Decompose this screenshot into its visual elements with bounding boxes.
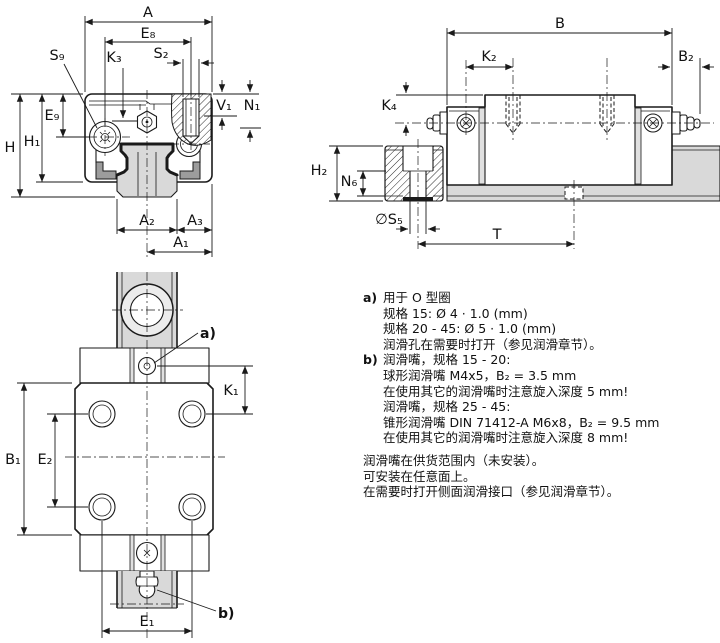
view-side: B K₂ B₂ K₄ H₂ N₆ ∅S₅ T — [311, 16, 720, 249]
dim-label-E1: E₁ — [140, 614, 155, 630]
rail-section-hatch — [384, 145, 444, 202]
callout-a: a) — [200, 326, 216, 342]
view-cross-section: A E₈ S₂ K₃ S₉ V₁ N₁ — [5, 5, 261, 258]
note-line: 润滑嘴，规格 15 - 20: — [383, 352, 511, 368]
dim-label-H2: H₂ — [311, 163, 328, 179]
seal-right — [179, 161, 201, 180]
note-line: 润滑嘴在供货范围内（未安装）。 — [363, 452, 545, 468]
screw-hole-s2 — [182, 98, 200, 145]
dim-label-B: B — [555, 16, 565, 32]
note-a-ref: a) — [363, 290, 378, 305]
note-line: 在需要时打开侧面润滑接口（参见润滑章节）。 — [363, 484, 620, 500]
carriage-side — [446, 94, 673, 186]
note-line: 在使用其它的润滑嘴时注意旋入深度 5 mm! — [383, 383, 629, 399]
dim-label-N1: N₁ — [244, 98, 261, 114]
carriage-end-plate-top — [79, 347, 210, 384]
dim-label-E2: E₂ — [38, 452, 53, 468]
note-line: 润滑孔在需要时打开（参见润滑章节）。 — [383, 336, 602, 352]
mounting-holes — [88, 400, 206, 521]
dim-label-E8: E₈ — [141, 26, 156, 42]
note-b: b) 润滑嘴，规格 15 - 20: 球形润滑嘴 M4x5，B₂ = 3.5 m… — [363, 352, 715, 446]
seal-left — [95, 161, 117, 180]
dim-label-K4: K₄ — [381, 98, 397, 114]
note-a: a) 用于 O 型圈 规格 15: Ø 4 · 1.0 (mm) 规格 20 -… — [363, 290, 715, 352]
note-line: 可安装在任意面上。 — [363, 468, 476, 484]
dimensions-top: K₁ B₁ E₂ E₁ — [5, 365, 253, 638]
dim-label-H: H — [5, 140, 16, 156]
dim-label-N6: N₆ — [341, 174, 358, 190]
leader-a — [153, 332, 199, 364]
note-line: 球形润滑嘴 M4x5，B₂ = 3.5 mm — [383, 367, 577, 383]
dim-label-A3: A₃ — [187, 213, 203, 229]
dim-label-K3: K₃ — [106, 50, 122, 66]
callout-b: b) — [218, 606, 234, 622]
leader-b — [156, 589, 217, 612]
dim-label-S9: S₉ — [49, 48, 64, 64]
tapped-hole-1 — [505, 95, 521, 134]
dimensions-side: B K₂ B₂ K₄ H₂ N₆ ∅S₅ T — [311, 16, 714, 248]
dim-label-K2: K₂ — [481, 49, 496, 65]
dim-label-E9: E₉ — [45, 108, 60, 124]
dim-label-A2: A₂ — [139, 213, 155, 229]
note-line: 润滑嘴，规格 25 - 45: — [383, 399, 511, 415]
tapped-hole-2 — [599, 95, 615, 134]
note-line: 规格 15: Ø 4 · 1.0 (mm) — [383, 305, 528, 321]
note-line: 规格 20 - 45: Ø 5 · 1.0 (mm) — [383, 321, 557, 337]
dim-label-H1: H₁ — [24, 134, 41, 150]
dimensions-cross-section: A E₈ S₂ K₃ S₉ V₁ N₁ — [5, 5, 261, 257]
dim-label-T: T — [492, 227, 502, 243]
rail-top-view — [112, 272, 183, 348]
view-top: a) b) K₁ B₁ E₂ E₁ — [5, 272, 253, 640]
dim-label-S2: S₂ — [153, 46, 168, 62]
dim-label-A1: A₁ — [173, 235, 189, 251]
dim-label-A: A — [143, 5, 153, 21]
notes-panel: a) 用于 O 型圈 规格 15: Ø 4 · 1.0 (mm) 规格 20 -… — [363, 290, 715, 500]
note-line: 在使用其它的润滑嘴时注意旋入深度 8 mm! — [383, 430, 629, 446]
note-line: 用于 O 型圈 — [383, 290, 451, 305]
note-b-ref: b) — [363, 352, 378, 368]
dim-label-B2: B₂ — [678, 49, 694, 65]
dim-label-S5: ∅S₅ — [375, 212, 403, 228]
dim-label-B1: B₁ — [5, 452, 21, 468]
carriage-end-plate-bottom — [79, 534, 210, 572]
dim-label-V1: V₁ — [216, 98, 232, 114]
dim-label-K1: K₁ — [223, 383, 239, 399]
note-line: 锥形润滑嘴 DIN 71412-A M6x8，B₂ = 9.5 mm — [383, 414, 660, 430]
note-footer: 润滑嘴在供货范围内（未安装）。 可安装在任意面上。 在需要时打开侧面润滑接口（参… — [363, 453, 715, 500]
